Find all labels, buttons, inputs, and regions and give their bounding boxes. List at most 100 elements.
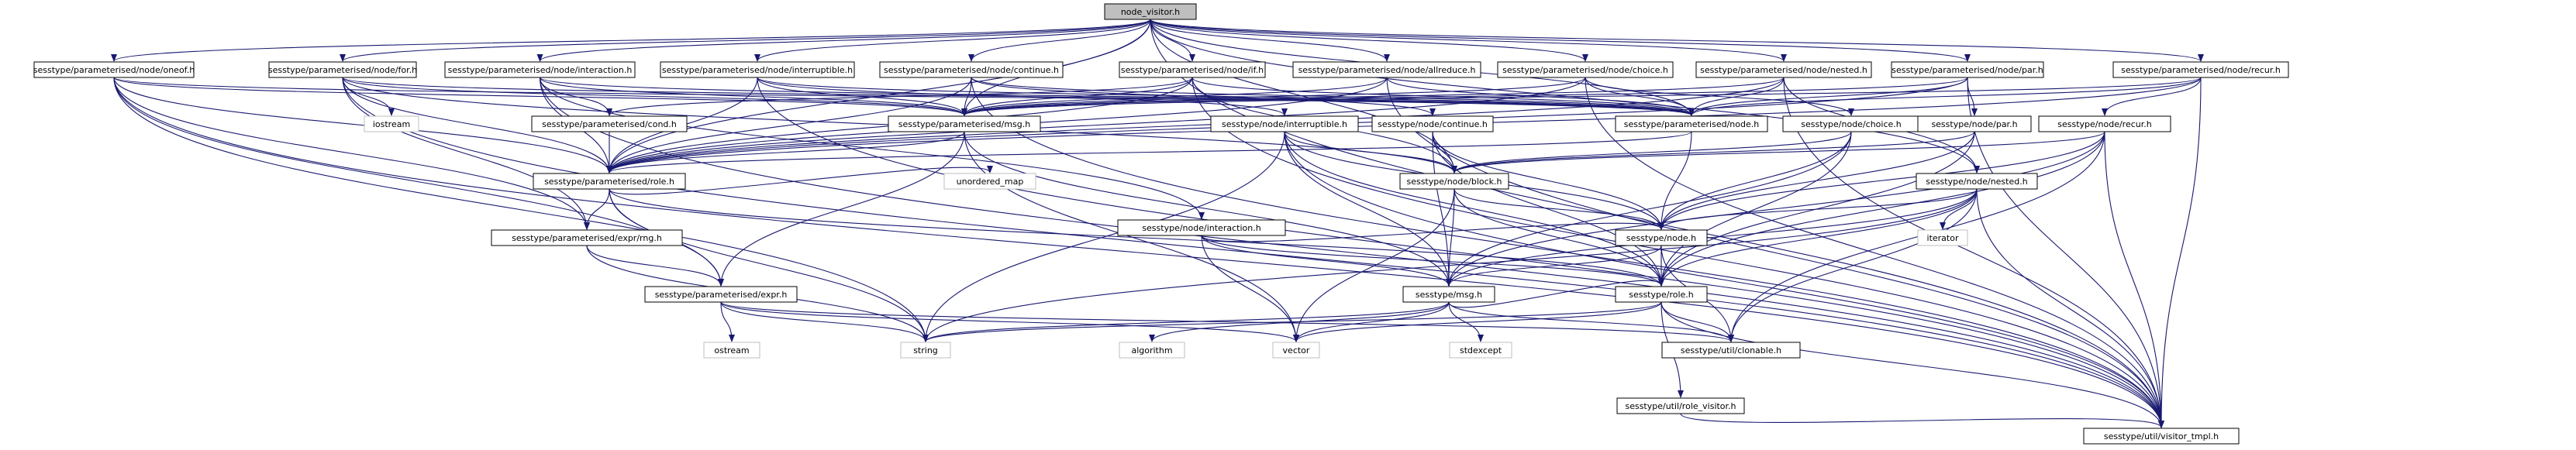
graph-node-p-choice[interactable]: sesstype/parameterised/node/choice.h: [1497, 61, 1674, 78]
graph-node-p-recur[interactable]: sesstype/parameterised/node/recur.h: [2112, 61, 2289, 78]
dependency-edge-root-n_nested: [1150, 19, 1980, 173]
dependency-edge-p_nested-p_role: [606, 77, 1785, 173]
dependency-edge-p_interruptible-n_interruptible: [757, 77, 1288, 116]
dependency-edge-n_block-msg_h: [1446, 188, 1455, 287]
dependency-edge-role_h-string: [922, 301, 1662, 342]
graph-node-p-if[interactable]: sesstype/parameterised/node/if.h: [1119, 61, 1266, 78]
graph-node-label: sesstype/role.h: [1629, 290, 1694, 300]
graph-node-label: sesstype/node/interaction.h: [1142, 223, 1260, 233]
dependency-edge-role_h-cloneable: [1660, 301, 1734, 342]
graph-node-msg-h[interactable]: sesstype/msg.h: [1402, 286, 1495, 303]
dependency-edge-n_nested-visitor_tmpl: [1976, 188, 2164, 428]
graph-node-label: algorithm: [1131, 345, 1172, 356]
graph-node-root[interactable]: node_visitor.h: [1104, 3, 1197, 20]
graph-node-node-h[interactable]: sesstype/node.h: [1615, 229, 1708, 246]
dependency-edge-n_nested-cloneable: [1728, 188, 1978, 342]
dependency-edge-root-p_continue: [968, 19, 1151, 62]
graph-node-role-visitor[interactable]: sesstype/util/role_visitor.h: [1616, 397, 1745, 414]
graph-node-label: sesstype/node/continue.h: [1378, 119, 1488, 129]
graph-node-p-node[interactable]: sesstype/parameterised/node.h: [1615, 115, 1768, 132]
dependency-edge-p_msg-p_expr: [718, 131, 965, 287]
dependency-edge-p_choice-p_msg: [961, 77, 1586, 116]
dependency-edge-role_h-vector: [1293, 301, 1662, 342]
graph-node-cloneable[interactable]: sesstype/util/clonable.h: [1661, 342, 1801, 359]
dependency-edge-n_block-role_h: [1454, 188, 1664, 287]
graph-node-p-cond[interactable]: sesstype/parameterised/cond.h: [531, 115, 688, 132]
dependency-edge-p_allreduce-p_msg: [961, 77, 1388, 116]
graph-node-n-continue[interactable]: sesstype/node/continue.h: [1371, 115, 1494, 132]
dependency-edge-n_nested-iterator: [1940, 188, 1978, 230]
dependency-edge-n_recur-msg_h: [1446, 131, 2105, 287]
dependency-edge-p_recur-n_recur: [2102, 77, 2202, 116]
dependency-edge-root-p_allreduce: [1150, 19, 1390, 62]
graph-node-p-for[interactable]: sesstype/parameterised/node/for.h: [268, 61, 417, 78]
dependency-edge-n_block-vector: [1293, 188, 1455, 342]
graph-node-p-nested[interactable]: sesstype/parameterised/node/nested.h: [1695, 61, 1872, 78]
dependency-edge-root-p_interruptible: [754, 19, 1151, 62]
graph-node-p-allreduce[interactable]: sesstype/parameterised/node/allreduce.h: [1292, 61, 1481, 78]
graph-node-p-interaction[interactable]: sesstype/parameterised/node/interaction.…: [444, 61, 636, 78]
graph-node-p-oneof[interactable]: sesstype/parameterised/node/oneof.h: [33, 61, 195, 78]
graph-node-n-recur[interactable]: sesstype/node/recur.h: [2038, 115, 2171, 132]
graph-node-p-continue[interactable]: sesstype/parameterised/node/continue.h: [879, 61, 1064, 78]
dependency-edge-p_interaction-n_interaction: [539, 77, 1205, 220]
graph-node-vector: vector: [1272, 342, 1320, 359]
graph-node-p-msg[interactable]: sesstype/parameterised/msg.h: [888, 115, 1041, 132]
dependency-edge-p_oneof-string: [113, 77, 929, 342]
dependency-edge-n_continue-role_h: [1432, 131, 1664, 287]
dependency-edge-n_recur-visitor_tmpl: [2104, 131, 2164, 428]
dependency-edge-p_allreduce-visitor_tmpl: [1386, 77, 2164, 428]
dependency-edge-p_continue-p_node: [971, 77, 1695, 116]
dependency-edge-p_nested-p_msg: [961, 77, 1785, 116]
graph-node-p-par[interactable]: sesstype/parameterised/node/par.h: [1891, 61, 2044, 78]
dependency-edge-n_interruptible-msg_h: [1284, 131, 1452, 287]
dependency-edge-n_interruptible-visitor_tmpl: [1284, 131, 2164, 428]
graph-node-p-role[interactable]: sesstype/parameterised/role.h: [533, 173, 686, 190]
dependency-edge-p_if-p_msg: [961, 77, 1193, 116]
dependency-edge-n_continue-node_h: [1432, 131, 1664, 230]
dependency-edge-p_expr-vector: [720, 301, 1299, 342]
graph-node-visitor-tmpl[interactable]: sesstype/util/visitor_tmpl.h: [2083, 428, 2240, 445]
graph-node-role-h[interactable]: sesstype/role.h: [1615, 286, 1708, 303]
dependency-edge-n_choice-role_h: [1658, 131, 1852, 287]
dependency-edge-p_expr-cloneable: [720, 301, 1734, 342]
graph-node-label: ostream: [714, 345, 749, 356]
dependency-edge-p_role-string: [609, 188, 929, 342]
dependency-edge-n_recur-node_h: [1658, 131, 2105, 230]
graph-node-label: sesstype/parameterised/expr/rng.h: [512, 233, 662, 243]
graph-node-label: sesstype/parameterised/node/if.h: [1121, 65, 1264, 75]
graph-node-n-interruptible[interactable]: sesstype/node/interruptible.h: [1210, 115, 1359, 132]
graph-node-label: sesstype/node/choice.h: [1801, 119, 1902, 129]
dependency-edge-p_recur-visitor_tmpl: [2158, 77, 2202, 428]
graph-node-n-nested[interactable]: sesstype/node/nested.h: [1916, 173, 2038, 190]
graph-node-label: sesstype/parameterised/node/continue.h: [884, 65, 1059, 75]
graph-node-n-choice[interactable]: sesstype/node/choice.h: [1782, 115, 1920, 132]
dependency-edge-n_interaction-role_h: [1201, 235, 1664, 287]
graph-node-p-expr[interactable]: sesstype/parameterised/expr.h: [644, 286, 798, 303]
dependency-edge-p_interruptible-p_node: [757, 77, 1695, 116]
graph-node-label: sesstype/parameterised/node/for.h: [268, 65, 417, 75]
graph-node-label: sesstype/parameterised/node/choice.h: [1502, 65, 1668, 75]
graph-node-n-interaction[interactable]: sesstype/node/interaction.h: [1117, 219, 1286, 236]
graph-node-n-block[interactable]: sesstype/node/block.h: [1399, 173, 1509, 190]
dependency-edge-p_oneof-visitor_tmpl: [113, 77, 2164, 428]
dependency-edge-root-p_recur: [1150, 19, 2204, 62]
graph-node-label: sesstype/parameterised/node/allreduce.h: [1298, 65, 1476, 75]
dependency-edge-p_interaction-p_node: [539, 77, 1695, 116]
graph-node-label: iostream: [373, 119, 410, 129]
dependency-edge-p_oneof-p_expr_rng: [113, 77, 590, 230]
graph-node-p-expr-rng[interactable]: sesstype/parameterised/expr/rng.h: [491, 229, 683, 246]
dependency-edge-p_msg-p_role: [606, 131, 965, 173]
dependency-edge-n_par-n_block: [1451, 131, 1975, 173]
dependency-edge-p_if-visitor_tmpl: [1191, 77, 2164, 428]
dependency-edge-p_oneof-p_role: [113, 77, 612, 173]
dependency-edge-root-p_choice: [1150, 19, 1588, 62]
graph-node-n-par[interactable]: sesstype/node/par.h: [1917, 115, 2032, 132]
dependency-edge-n_recur-n_block: [1451, 131, 2105, 173]
graph-node-label: sesstype/parameterised/node/interaction.…: [448, 65, 633, 75]
dependency-edge-n_block-node_h: [1454, 188, 1664, 230]
graph-node-stdexcept: stdexcept: [1449, 342, 1512, 359]
dependency-edge-p_expr-string: [720, 301, 929, 342]
graph-node-p-interruptible[interactable]: sesstype/parameterised/node/interruptibl…: [660, 61, 855, 78]
dependency-edge-p_node-node_h: [1658, 131, 1692, 230]
